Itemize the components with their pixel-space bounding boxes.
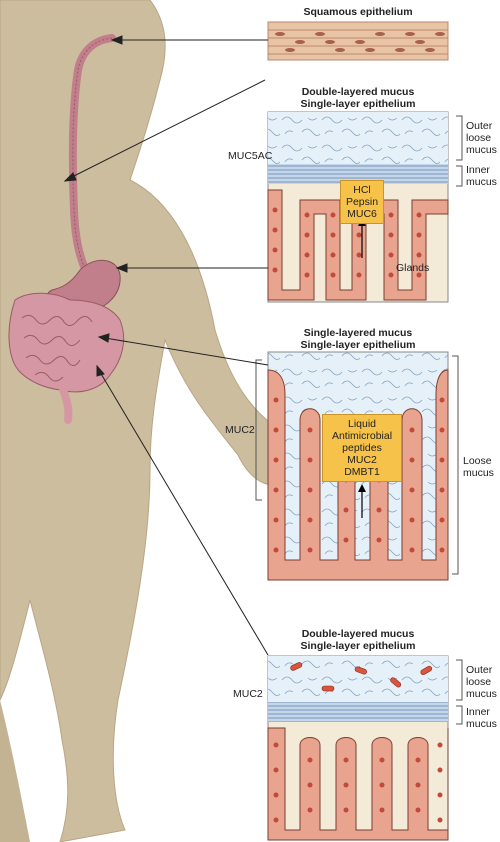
small-intestine-muc2-label: MUC2 (225, 424, 255, 436)
stomach-title-line1: Double-layered mucus (301, 86, 415, 98)
stomach-box-line2: Pepsin (345, 196, 379, 208)
colon-crypts (267, 727, 449, 841)
colon-inner-line1: Inner (466, 706, 490, 718)
si-box-line1: Liquid (347, 418, 377, 430)
stomach-title-line2: Single-layer epithelium (300, 98, 416, 110)
colon-inner-line2: mucus (466, 718, 497, 730)
loose-mucus-line2: mucus (463, 467, 494, 479)
colon-outer-line3: mucus (466, 688, 497, 700)
stomach-inner-line2: mucus (466, 176, 497, 188)
intestines (8, 292, 125, 424)
loose-mucus-line1: Loose (463, 455, 492, 467)
si-box-line3: peptides (342, 442, 382, 454)
stomach-box-line1: HCl (353, 184, 371, 196)
squamous-epithelium-panel (267, 21, 449, 61)
muc5ac-label: MUC5AC (228, 150, 273, 162)
colon-title-line1: Double-layered mucus (301, 628, 415, 640)
colon-mucus-panel (267, 655, 463, 841)
stomach-secretion-box: HCl Pepsin MUC6 (340, 180, 384, 224)
stomach-outer-line3: mucus (466, 144, 497, 156)
small-intestine-secretion-box: Liquid Antimicrobial peptides MUC2 DMBT1 (322, 414, 402, 482)
stomach-mucus-panel (267, 111, 463, 303)
colon-outer-line1: Outer (466, 664, 493, 676)
stomach-outer-line1: Outer (466, 120, 493, 132)
stomach-outer-line2: loose (466, 132, 492, 144)
small-intestine-title-line1: Single-layered mucus (303, 327, 413, 339)
glands-label: Glands (396, 262, 430, 274)
pointer-arrows (63, 35, 269, 656)
gastric-glands (267, 189, 449, 301)
si-box-line5: DMBT1 (344, 466, 380, 478)
colon-outer-line2: loose (466, 676, 492, 688)
si-box-line2: Antimicrobial (331, 430, 393, 442)
colon-title-line2: Single-layer epithelium (300, 640, 416, 652)
stomach-box-line3: MUC6 (347, 208, 377, 220)
stomach-inner-line1: Inner (466, 164, 490, 176)
colon-muc2-label: MUC2 (233, 688, 263, 700)
human-body (0, 0, 293, 842)
squamous-title: Squamous epithelium (303, 6, 413, 18)
si-box-line4: MUC2 (347, 454, 377, 466)
bacteria (290, 662, 433, 692)
small-intestine-title-line2: Single-layer epithelium (300, 339, 416, 351)
